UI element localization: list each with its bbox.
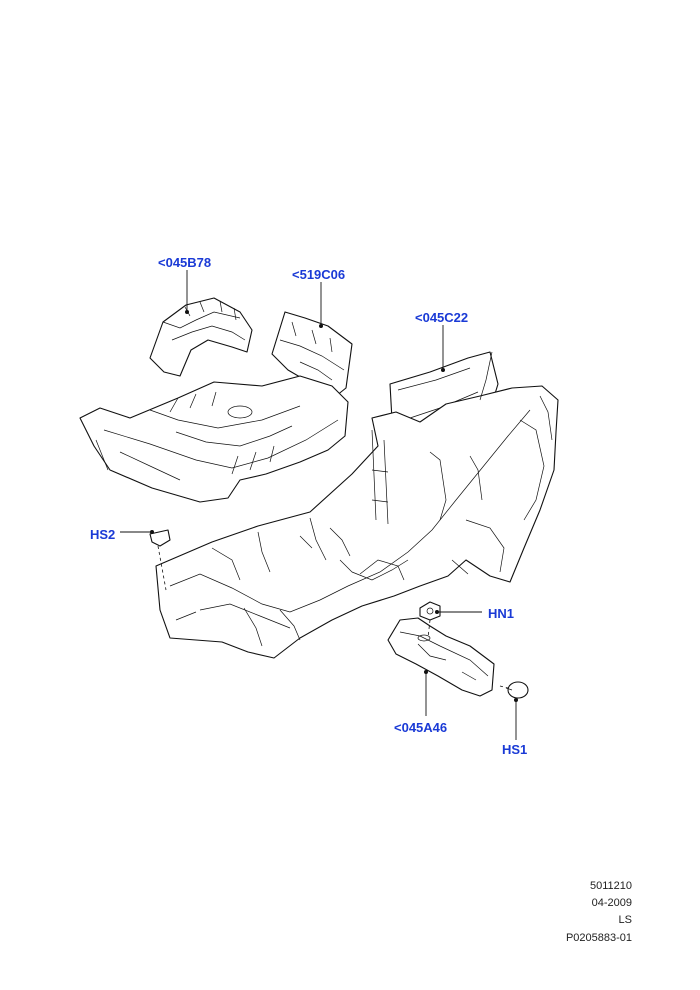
callout-045a46[interactable]: <045A46 xyxy=(394,720,448,735)
fastener-hs2-drawing[interactable] xyxy=(149,529,171,591)
main-console-housing-drawing[interactable] xyxy=(155,351,559,659)
leader-lines xyxy=(120,270,518,740)
fastener-hn1-drawing[interactable] xyxy=(419,601,441,639)
meta-region: LS xyxy=(618,914,632,926)
meta-code: 5011210 xyxy=(589,880,632,892)
fastener-hs1-drawing[interactable] xyxy=(499,681,529,699)
upper-base-tray-drawing[interactable] xyxy=(79,375,349,503)
meta-reference: P0205883-01 xyxy=(565,932,632,944)
callout-hn1[interactable]: HN1 xyxy=(488,606,515,621)
meta-date: 04-2009 xyxy=(591,897,632,909)
callout-hs2[interactable]: HS2 xyxy=(90,527,116,542)
part-045a46-drawing[interactable] xyxy=(387,617,495,697)
part-045b78-drawing[interactable] xyxy=(149,297,253,377)
callout-045b78[interactable]: <045B78 xyxy=(158,255,212,270)
callout-hs1[interactable]: HS1 xyxy=(502,742,528,757)
callout-045c22[interactable]: <045C22 xyxy=(415,310,469,325)
callout-519c06[interactable]: <519C06 xyxy=(292,267,346,282)
